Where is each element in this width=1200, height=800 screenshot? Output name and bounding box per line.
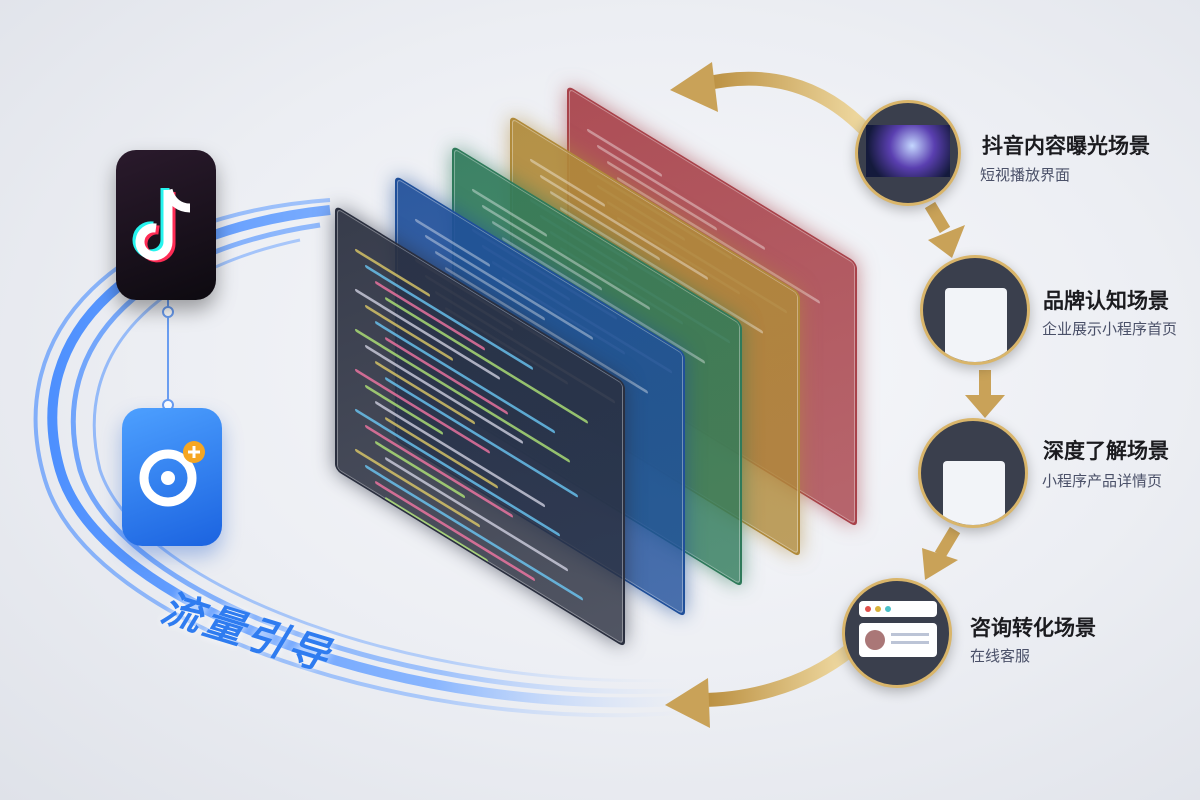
scene-subtitle: 在线客服 <box>970 647 1031 665</box>
tiktok-note-icon <box>132 188 191 263</box>
scene-subtitle: 企业展示小程序首页 <box>1042 320 1178 338</box>
chat-window-icon <box>859 601 937 617</box>
scene-subtitle: 短视播放界面 <box>980 166 1071 184</box>
mini-program-app-tile[interactable] <box>122 408 222 546</box>
scene-subtitle: 小程序产品详情页 <box>1042 472 1163 490</box>
top-return-arrow <box>670 62 876 140</box>
code-line <box>355 328 570 464</box>
scene-title: 深度了解场景 <box>1043 439 1169 463</box>
scene-title: 品牌认知场景 <box>1043 289 1169 313</box>
scene-thumbnail-video[interactable] <box>855 100 961 206</box>
douyin-app-tile[interactable] <box>116 150 216 300</box>
scene-title: 抖音内容曝光场景 <box>982 134 1150 158</box>
scene-thumbnail-chat[interactable] <box>842 578 952 688</box>
code-line <box>415 218 490 268</box>
code-line <box>385 336 508 415</box>
scene-thumbnail-detail[interactable] <box>918 418 1028 528</box>
scene-thumbnail-brand[interactable] <box>920 255 1030 365</box>
scene-title: 咨询转化场景 <box>970 616 1096 640</box>
mini-program-icon <box>139 441 205 507</box>
bottom-return-arrow <box>665 644 855 728</box>
code-line <box>355 248 430 298</box>
